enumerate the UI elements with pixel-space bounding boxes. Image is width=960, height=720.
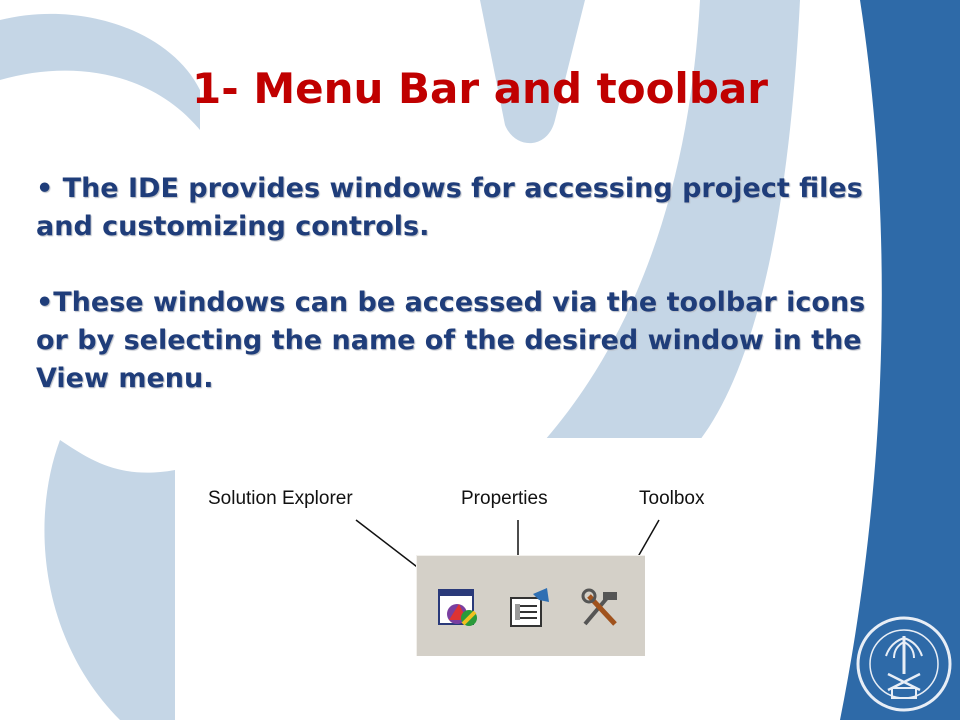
slide-body: • The IDE provides windows for accessing…	[36, 170, 906, 398]
view-menu-word: View	[36, 363, 109, 394]
bullet-paragraph-2: •These windows can be accessed via the t…	[36, 284, 906, 398]
deco-top-band	[480, 0, 585, 144]
solution-explorer-icon[interactable]	[435, 584, 483, 632]
bullet-paragraph-1: • The IDE provides windows for accessing…	[36, 170, 906, 246]
properties-icon[interactable]	[505, 584, 553, 632]
deco-left-swoosh	[44, 440, 175, 720]
paragraph-2-text-end: menu.	[108, 363, 214, 394]
label-toolbox: Toolbox	[639, 488, 705, 509]
paragraph-2-text: •These windows can be accessed via the t…	[36, 287, 866, 356]
ide-toolbar	[416, 555, 645, 656]
deco-right-dark-band	[840, 0, 960, 720]
university-emblem-icon	[856, 616, 952, 712]
paragraph-1-text: • The IDE provides windows for accessing…	[36, 173, 863, 242]
label-properties: Properties	[461, 488, 548, 509]
deco-right-light-band	[545, 0, 800, 440]
label-solution-explorer: Solution Explorer	[208, 488, 353, 509]
deco-left-arc	[0, 13, 200, 130]
slide-title: 1- Menu Bar and toolbar	[192, 64, 768, 113]
toolbox-icon[interactable]	[577, 584, 625, 632]
